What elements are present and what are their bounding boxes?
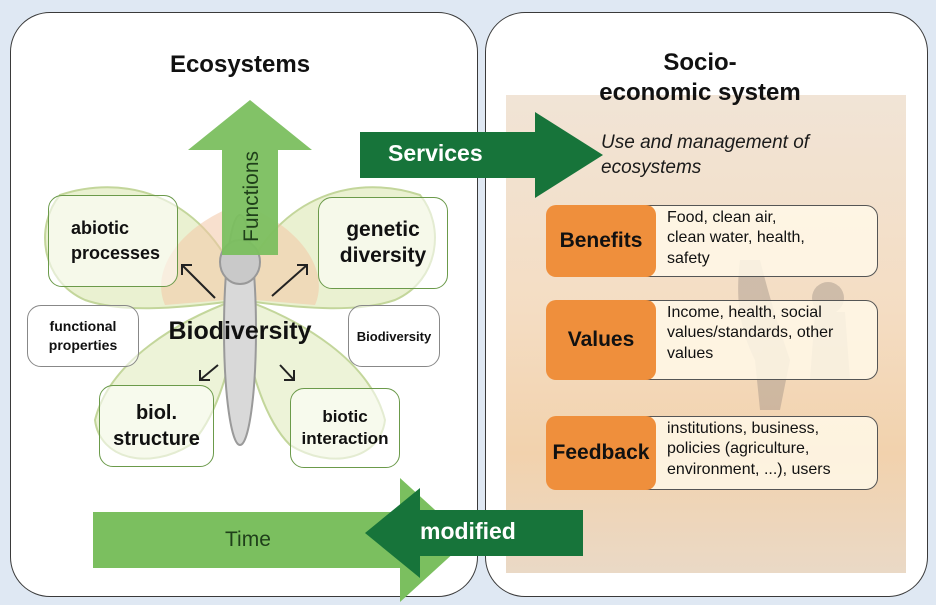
node-biotic-interaction: biotic interaction: [290, 388, 400, 468]
node-abiotic-processes: abiotic processes: [48, 195, 178, 287]
node-biol-structure: biol. structure: [99, 385, 214, 467]
modified-label: modified: [420, 518, 516, 544]
benefits-tag: Benefits: [546, 205, 656, 277]
values-text: Income, health, social values/standards,…: [667, 304, 834, 362]
biodiversity-center-label: Biodiversity: [168, 317, 312, 345]
time-label: Time: [225, 528, 271, 551]
use-and-management-text: Use and management of ecosystems: [601, 132, 810, 178]
socio-economic-title: Socio- economic system: [599, 49, 801, 106]
node-abiotic-processes-label: abiotic processes: [71, 217, 161, 263]
functions-arrow: [188, 100, 312, 255]
node-functional-properties: functional properties: [27, 305, 139, 367]
feedback-text: institutions, business, policies (agricu…: [667, 420, 831, 478]
ecosystems-title: Ecosystems: [169, 51, 311, 78]
node-functional-properties-label: functional properties: [48, 318, 118, 353]
time-arrow: [93, 478, 468, 602]
benefits-text: Food, clean air, clean water, health, sa…: [667, 209, 805, 267]
node-genetic-diversity: genetic diversity: [318, 197, 448, 289]
functions-label: Functions: [240, 150, 263, 242]
node-biol-structure-label: biol. structure: [113, 402, 200, 450]
services-arrow: [360, 112, 603, 198]
node-biodiversity-small: Biodiversity: [348, 305, 440, 367]
node-biotic-interaction-label: biotic interaction: [301, 406, 389, 448]
node-biodiversity-small-label: Biodiversity: [356, 328, 432, 344]
biodiversity-link-arrows: [181, 264, 308, 381]
services-label: Services: [388, 140, 483, 166]
values-tag: Values: [546, 300, 656, 380]
feedback-tag: Feedback: [546, 416, 656, 490]
node-genetic-diversity-label: genetic diversity: [339, 217, 427, 267]
modified-arrow: [365, 488, 583, 578]
